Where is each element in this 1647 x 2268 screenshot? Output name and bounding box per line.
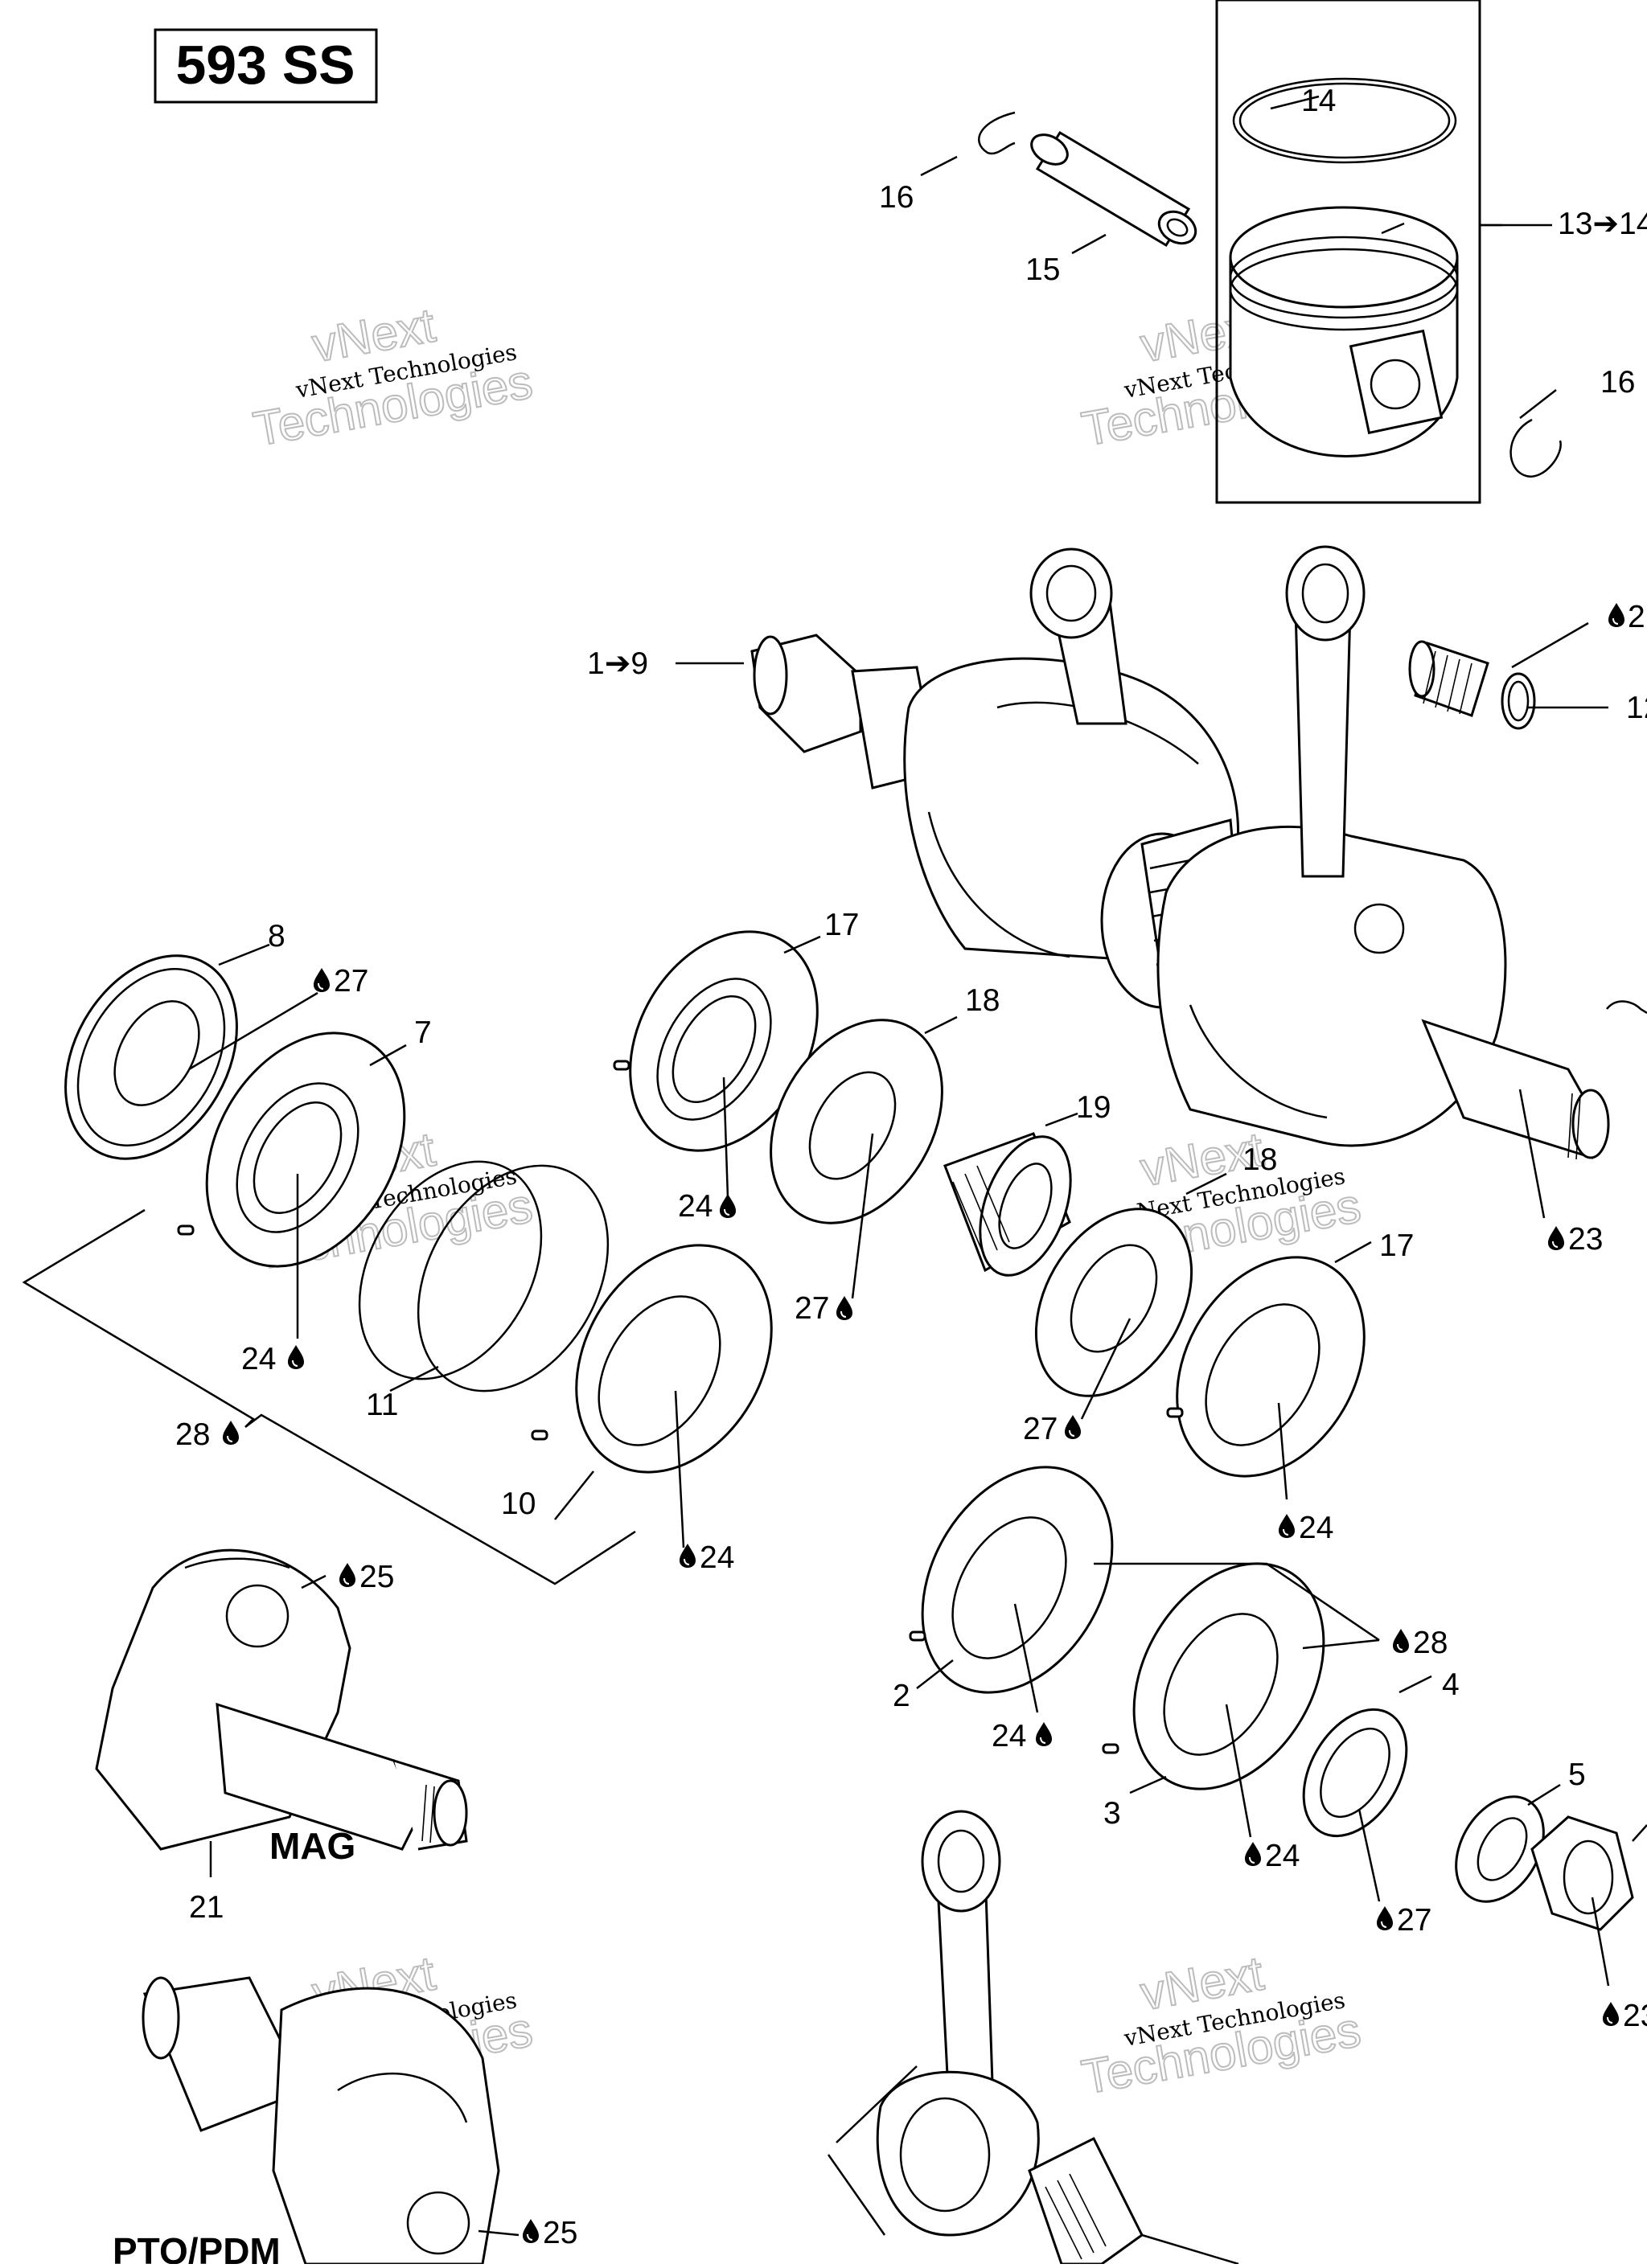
callout-2x: 2: [1628, 600, 1645, 634]
oil-drop-icon: [1547, 1225, 1565, 1251]
oil-seal-18-lower: [1034, 1208, 1193, 1397]
circlip-right: [1509, 418, 1562, 478]
callout-13: 13➔14: [1558, 207, 1647, 241]
callout-25a: 25: [359, 1560, 394, 1594]
piston-assembly: [978, 0, 1562, 504]
callout-5: 5: [1568, 1757, 1586, 1792]
callout-27b: 27: [795, 1291, 829, 1326]
oil-drop-icon: [719, 1193, 737, 1219]
callout-17b: 17: [1379, 1228, 1414, 1263]
callout-24e: 24: [992, 1719, 1026, 1753]
callout-24f: 24: [1265, 1839, 1300, 1873]
callout-17a: 17: [824, 908, 859, 942]
callout-2: 2: [893, 1679, 910, 1713]
mag-crank-half: [95, 1548, 468, 1851]
oil-drop-icon: [1244, 1841, 1262, 1867]
oil-drop-icon: [1278, 1513, 1296, 1539]
callout-19: 19: [1076, 1090, 1111, 1125]
dowel-pins: [177, 1060, 1184, 1754]
callout-1-9: 1➔9: [587, 646, 648, 681]
callout-27c: 27: [1023, 1412, 1058, 1446]
oil-drop-icon: [339, 1562, 356, 1588]
washer-5: [1455, 1795, 1545, 1903]
model-label-box: 593 SS: [154, 28, 378, 104]
callout-27a: 27: [334, 964, 368, 999]
oil-drop-icon: [1376, 1905, 1394, 1931]
crankshaft-assembly: [750, 545, 1647, 1160]
mag-side-label: MAG: [269, 1825, 355, 1867]
callout-28b: 28: [1413, 1626, 1448, 1660]
circlip-left: [978, 111, 1016, 155]
bearing-pair-bracket: [1094, 1562, 1380, 1650]
piston-group-box: [1215, 0, 1481, 504]
oil-drop-icon: [287, 1344, 305, 1370]
bearing-kit-bracket: [22, 1208, 636, 1585]
conrod-bottom: [827, 1810, 1239, 2266]
callout-18b: 18: [1242, 1142, 1277, 1177]
callout-14: 14: [1301, 84, 1336, 118]
callout-11: 11: [366, 1388, 399, 1422]
callout-21: 21: [189, 1890, 224, 1925]
piston: [1229, 206, 1459, 457]
oil-drop-icon: [836, 1295, 853, 1321]
callout-28a: 28: [175, 1417, 210, 1452]
callout-numbers: 14 16 15 13➔14 16 1➔9 2 12 8 27 7 17 18 …: [175, 84, 1647, 2250]
callout-10: 10: [501, 1487, 536, 1521]
callout-3: 3: [1103, 1796, 1121, 1831]
leader-lines: [188, 95, 1610, 2237]
watermark-1: vNext Technologies vNext Technologies: [248, 297, 537, 457]
oil-drop-icon: [679, 1543, 696, 1569]
oil-seal-4: [1302, 1708, 1408, 1838]
callout-24b: 24: [241, 1342, 276, 1376]
watermark-6: vNext Technologies vNext Technologies: [1077, 1946, 1366, 2106]
callout-16b: 16: [1600, 365, 1635, 400]
callout-8: 8: [268, 919, 285, 954]
callout-7: 7: [414, 1015, 432, 1050]
callout-16a: 16: [879, 180, 914, 215]
oil-seal-18-upper: [770, 1019, 943, 1224]
callout-27d: 27: [1397, 1903, 1431, 1938]
callout-18a: 18: [965, 983, 1000, 1018]
oil-drop-icon: [1035, 1721, 1053, 1747]
oil-drop-icon: [522, 2218, 540, 2244]
oil-drop-icon: [222, 1420, 240, 1446]
callout-23a: 23: [1568, 1222, 1603, 1257]
piston-pin: [1030, 130, 1197, 248]
callout-15: 15: [1025, 252, 1060, 287]
ball-bearing-3: [1132, 1562, 1325, 1790]
callout-25b: 25: [543, 2216, 577, 2250]
callout-24a: 24: [678, 1189, 713, 1224]
oil-drop-icon: [1392, 1628, 1410, 1654]
callout-24c: 24: [700, 1540, 734, 1575]
ball-bearing-17-lower: [1176, 1256, 1366, 1478]
spacer-ring-11: [358, 1160, 610, 1392]
ball-bearing-10: [575, 1244, 773, 1474]
model-label: 593 SS: [175, 35, 355, 96]
oil-drop-icon: [1602, 2001, 1620, 2027]
oil-drop-icon: [1064, 1414, 1082, 1440]
nut-23: [1530, 1815, 1647, 1931]
oil-drop-icon: [1608, 602, 1625, 628]
callout-12: 12: [1626, 691, 1647, 725]
callout-24d: 24: [1299, 1511, 1333, 1545]
callout-4: 4: [1442, 1667, 1460, 1702]
piston-ring: [1232, 77, 1457, 164]
callout-23b: 23: [1623, 1999, 1647, 2033]
pto-side-label: PTO/PDM: [113, 2230, 281, 2264]
ball-bearing-2: [921, 1466, 1114, 1694]
needle-bearing-top: [1408, 640, 1536, 730]
ball-bearing-7: [205, 1031, 406, 1268]
pto-crank-half: [142, 1976, 500, 2266]
oil-drop-icon: [313, 967, 331, 993]
oil-seal-8: [64, 954, 238, 1160]
gear-19: [943, 1132, 1072, 1277]
